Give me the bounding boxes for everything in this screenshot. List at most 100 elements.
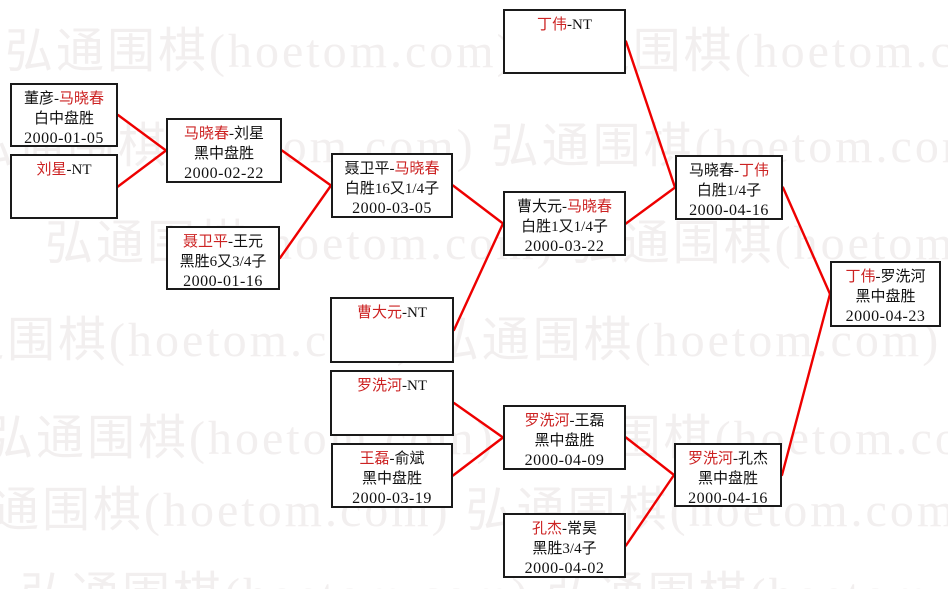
- match-players: 曹大元-马晓春: [505, 197, 624, 217]
- player2-name: 王元: [233, 234, 264, 250]
- player2-name: 常昊: [567, 521, 598, 537]
- player1-name: 罗洗河: [356, 378, 402, 394]
- match-box-b13: 罗洗河-王磊黑中盘胜 2000-04-09: [503, 405, 626, 470]
- connector-line-b2-b3: [116, 149, 168, 188]
- player2-name: 俞斌: [394, 451, 425, 467]
- connector-line-b6-b8: [624, 40, 677, 189]
- match-players: 罗洗河-NT: [332, 376, 452, 396]
- player-separator: -: [402, 305, 407, 321]
- player1-name: 罗洗河: [687, 451, 733, 467]
- match-result: 黑胜3/4子: [532, 541, 597, 557]
- match-box-b1: 董彦-马晓春白中盘胜 2000-01-05: [10, 83, 118, 147]
- match-box-b5: 聂卫平-马晓春白胜16又1/4子 2000-03-05: [331, 153, 453, 218]
- connector-line-b4-b5: [278, 184, 333, 260]
- player1-name: 刘星: [36, 162, 67, 178]
- player-separator: -: [562, 199, 567, 215]
- player-separator: -: [228, 234, 233, 250]
- match-result: 黑中盘胜: [855, 289, 916, 305]
- player2-name: 丁伟: [739, 163, 770, 179]
- player1-name: 曹大元: [516, 199, 562, 215]
- connector-line-b7-b8: [624, 186, 677, 225]
- match-date: 2000-03-05: [352, 200, 432, 217]
- player2-name: 王磊: [574, 413, 605, 429]
- connector-line-b15-b9: [780, 292, 832, 477]
- player1-name: 董彦: [23, 91, 54, 107]
- player-separator: -: [54, 91, 59, 107]
- player-separator: -: [402, 378, 407, 394]
- player2-name: 孔杰: [738, 451, 769, 467]
- match-players: 聂卫平-王元: [168, 232, 278, 252]
- match-box-b3: 马晓春-刘星黑中盘胜 2000-02-22: [166, 118, 282, 183]
- match-players: 聂卫平-马晓春: [333, 159, 451, 179]
- player1-name: 罗洗河: [524, 413, 570, 429]
- player-separator: -: [389, 451, 395, 467]
- player1-name: 王磊: [359, 451, 390, 467]
- match-date: 2000-04-09: [524, 452, 605, 469]
- match-players: 罗洗河-王磊: [505, 411, 624, 431]
- match-players: 王磊-俞斌: [333, 449, 451, 469]
- match-result: 白胜1又1/4子: [521, 219, 608, 235]
- player2-name: 马晓春: [394, 161, 440, 177]
- match-date: 2000-04-16: [688, 490, 768, 507]
- match-players: 罗洗河-孔杰: [676, 449, 780, 469]
- player1-name: 聂卫平: [182, 234, 228, 250]
- player2-name: 罗洗河: [880, 269, 926, 285]
- match-box-b11: 罗洗河-NT: [330, 370, 454, 436]
- match-players: 丁伟-罗洗河: [832, 267, 939, 287]
- player1-name: 马晓春: [688, 163, 734, 179]
- match-result: 黑中盘胜: [534, 433, 595, 449]
- match-date: 2000-03-19: [352, 490, 432, 507]
- player2-name: 马晓春: [59, 91, 105, 107]
- connector-line-b3-b5: [280, 149, 333, 187]
- player1-name: 曹大元: [356, 305, 402, 321]
- player1-name: 孔杰: [531, 521, 562, 537]
- match-result: 白胜16又1/4子: [344, 181, 440, 197]
- player-separator: -: [733, 451, 738, 467]
- player2-name: NT: [572, 17, 592, 33]
- match-box-b14: 孔杰-常昊黑胜3/4子 2000-04-02: [503, 513, 626, 578]
- match-players: 孔杰-常昊: [505, 519, 624, 539]
- match-box-b9: 丁伟-罗洗河黑中盘胜 2000-04-23: [830, 261, 941, 327]
- player2-name: NT: [407, 305, 427, 321]
- match-players: 董彦-马晓春: [12, 89, 116, 109]
- player2-name: 马晓春: [567, 199, 613, 215]
- match-box-b6: 丁伟-NT: [503, 9, 626, 74]
- player-separator: -: [562, 521, 567, 537]
- player-separator: -: [389, 161, 395, 177]
- player2-name: 刘星: [234, 126, 265, 142]
- match-players: 刘星-NT: [12, 160, 116, 180]
- player1-name: 丁伟: [536, 17, 567, 33]
- match-players: 曹大元-NT: [332, 303, 452, 323]
- match-date: 2000-02-22: [184, 165, 264, 182]
- match-date: 2000-01-05: [24, 130, 104, 147]
- connector-line-b14-b15: [624, 473, 676, 547]
- player1-name: 丁伟: [845, 269, 876, 285]
- match-result: 黑中盘胜: [193, 146, 254, 162]
- match-result: 黑胜6又3/4子: [179, 254, 267, 270]
- match-result: 白胜1/4子: [696, 183, 762, 199]
- player1-name: 聂卫平: [344, 161, 390, 177]
- player1-name: 马晓春: [183, 126, 229, 142]
- match-date: 2000-04-02: [524, 560, 605, 577]
- player-separator: -: [567, 17, 572, 33]
- player-separator: -: [66, 162, 72, 178]
- connector-line-b13-b15: [624, 436, 676, 477]
- connector-line-b12-b13: [451, 436, 505, 477]
- player-separator: -: [569, 413, 575, 429]
- player2-name: NT: [71, 162, 92, 178]
- player-separator: -: [229, 126, 234, 142]
- match-date: 2000-01-16: [183, 273, 263, 290]
- match-box-b10: 曹大元-NT: [330, 297, 454, 363]
- connector-line-b8-b9: [781, 186, 832, 296]
- match-result: 白中盘胜: [33, 111, 94, 127]
- match-players: 马晓春-刘星: [168, 124, 280, 144]
- match-date: 2000-04-23: [845, 308, 926, 325]
- match-box-b2: 刘星-NT: [10, 154, 118, 219]
- connector-line-b5-b7: [451, 184, 505, 225]
- match-players: 丁伟-NT: [505, 15, 624, 35]
- connector-line-b1-b3: [116, 113, 168, 152]
